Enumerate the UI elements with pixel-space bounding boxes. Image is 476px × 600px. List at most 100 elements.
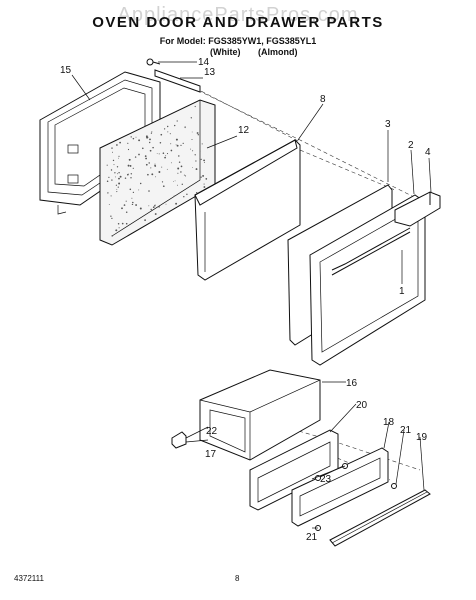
insulation-speck xyxy=(203,161,205,163)
callout-20: 20 xyxy=(356,400,368,411)
insulation-speck xyxy=(118,172,120,174)
insulation-speck xyxy=(161,166,163,168)
callout-2: 2 xyxy=(408,140,414,151)
insulation-speck xyxy=(108,203,110,205)
insulation-speck xyxy=(203,159,206,162)
insulation-speck xyxy=(134,156,137,158)
insulation-speck xyxy=(180,171,182,173)
insulation-speck xyxy=(200,158,202,160)
insulation-speck xyxy=(113,164,115,166)
insulation-speck xyxy=(150,132,153,134)
insulation-speck xyxy=(115,184,118,186)
insulation-speck xyxy=(180,144,182,147)
insulation-speck xyxy=(116,173,118,175)
insulation-speck xyxy=(132,201,134,204)
insulation-speck xyxy=(174,124,176,127)
insulation-speck xyxy=(184,126,186,128)
insulation-speck xyxy=(138,189,140,191)
insulation-speck xyxy=(121,207,123,210)
part-13-bracket xyxy=(154,69,201,93)
callout-18: 18 xyxy=(383,417,395,428)
insulation-speck xyxy=(119,175,122,178)
insulation-speck xyxy=(125,222,128,225)
variant-almond: (Almond) xyxy=(258,47,298,57)
insulation-speck xyxy=(162,152,165,154)
insulation-speck xyxy=(154,204,156,206)
callout-23: 23 xyxy=(320,474,332,485)
insulation-speck xyxy=(165,203,167,205)
insulation-speck xyxy=(108,176,110,179)
insulation-speck xyxy=(114,176,116,178)
insulation-speck xyxy=(154,213,157,215)
insulation-speck xyxy=(127,165,130,167)
insulation-speck xyxy=(148,162,150,164)
part-16-drawer-body xyxy=(199,369,321,461)
insulation-speck xyxy=(178,161,181,163)
insulation-speck xyxy=(167,125,169,128)
insulation-speck xyxy=(191,131,193,133)
callout-13: 13 xyxy=(204,67,216,78)
insulation-speck xyxy=(173,180,175,182)
insulation-speck xyxy=(152,206,155,209)
callout-21-lower: 21 xyxy=(306,532,318,543)
callout-4: 4 xyxy=(425,147,431,158)
insulation-speck xyxy=(200,176,202,178)
insulation-speck xyxy=(106,180,109,183)
insulation-speck xyxy=(125,200,127,202)
insulation-speck xyxy=(148,205,150,207)
insulation-speck xyxy=(196,191,198,194)
insulation-speck xyxy=(166,153,169,155)
insulation-speck xyxy=(145,157,147,160)
insulation-speckles xyxy=(106,104,208,237)
insulation-speck xyxy=(158,171,161,173)
insulation-speck xyxy=(154,163,156,165)
model-line: For Model: FGS385YW1, FGS385YL1 xyxy=(159,36,317,46)
insulation-speck xyxy=(138,153,140,156)
insulation-speck xyxy=(110,169,113,171)
insulation-speck xyxy=(203,183,205,185)
insulation-speck xyxy=(118,227,120,229)
insulation-speck xyxy=(114,172,116,174)
insulation-speck xyxy=(118,177,120,180)
diagram-title: OVEN DOOR AND DRAWER PARTS xyxy=(92,14,384,31)
callout-21-upper: 21 xyxy=(400,425,412,436)
insulation-speck xyxy=(131,203,133,205)
insulation-speck xyxy=(190,117,192,119)
insulation-speck xyxy=(124,177,127,179)
page-number: 8 xyxy=(235,574,240,583)
insulation-speck xyxy=(196,132,199,134)
insulation-speck xyxy=(162,185,165,188)
insulation-speck xyxy=(132,167,134,169)
insulation-speck xyxy=(118,182,121,185)
insulation-speck xyxy=(170,143,172,145)
insulation-speck xyxy=(161,181,164,183)
insulation-speck xyxy=(151,131,153,133)
insulation-speck xyxy=(183,174,185,176)
insulation-speck xyxy=(128,158,131,161)
callout-3: 3 xyxy=(385,119,391,130)
insulation-speck xyxy=(121,222,124,225)
callout-1: 1 xyxy=(399,286,405,297)
insulation-speck xyxy=(149,141,151,144)
insulation-speck xyxy=(181,183,183,185)
part-2-outer-frame xyxy=(309,194,426,366)
insulation-speck xyxy=(169,133,171,135)
insulation-speck xyxy=(170,149,173,152)
part-22-glide xyxy=(171,431,187,449)
insulation-speck xyxy=(156,152,158,154)
callout-15: 15 xyxy=(60,65,72,76)
insulation-speck xyxy=(195,160,197,162)
insulation-speck xyxy=(149,149,152,152)
insulation-speck xyxy=(173,195,175,197)
insulation-speck xyxy=(149,138,151,141)
insulation-speck xyxy=(139,207,142,210)
insulation-speck xyxy=(174,180,176,182)
insulation-speck xyxy=(148,190,150,192)
insulation-speck xyxy=(118,157,119,159)
insulation-speck xyxy=(144,219,146,221)
insulation-speck xyxy=(203,186,206,188)
insulation-speck xyxy=(138,139,141,142)
insulation-speck xyxy=(184,126,186,129)
insulation-speck xyxy=(150,208,152,211)
